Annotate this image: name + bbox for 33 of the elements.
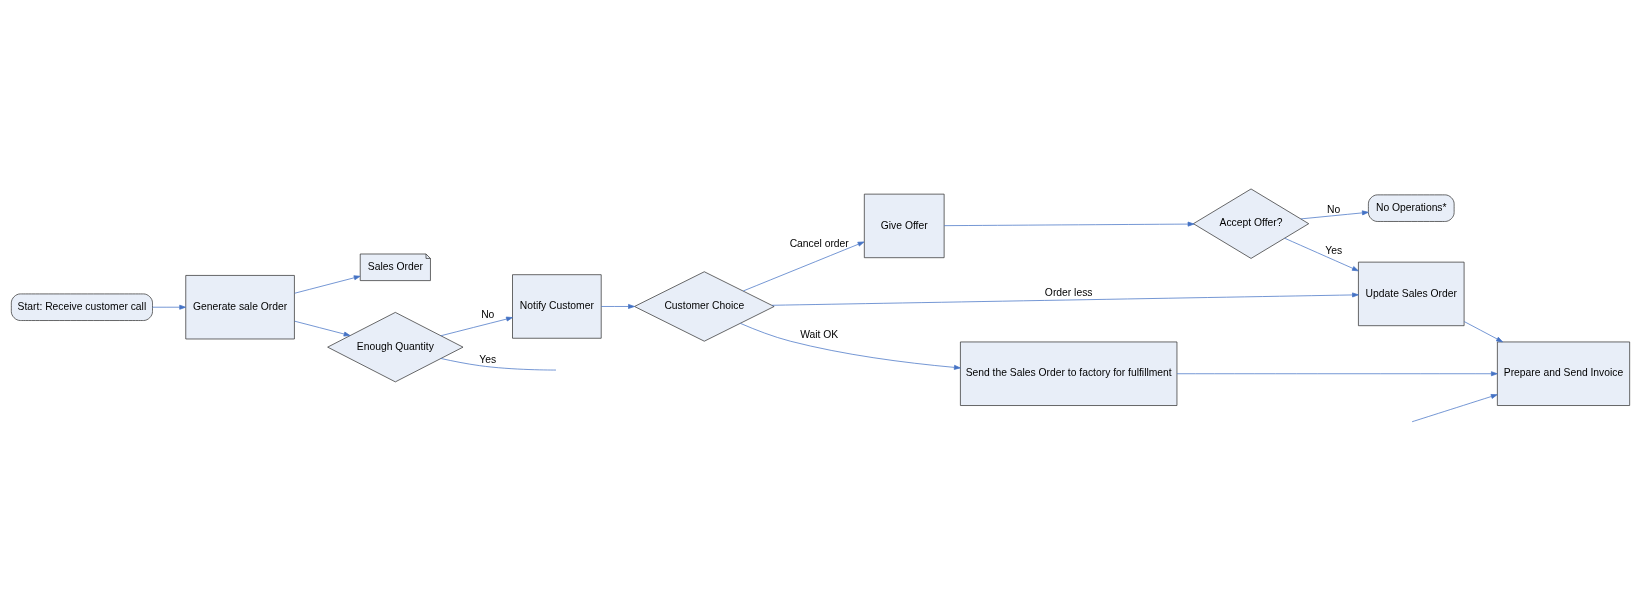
arrow xyxy=(1284,237,1359,272)
arrow xyxy=(294,275,361,294)
node-diamond: Accept Offer? xyxy=(1193,188,1310,259)
node-box: Generate sale Order xyxy=(185,275,295,340)
node-box: No Operations* xyxy=(1368,194,1455,222)
node-diamond: Enough Quantity xyxy=(327,312,464,383)
edge-label: Yes xyxy=(1325,245,1343,257)
node-box: Prepare and Send Invoice xyxy=(1497,341,1631,406)
arrow xyxy=(1176,371,1498,377)
node-box: Notify Customer xyxy=(512,274,602,339)
node-diamond: Customer Choice xyxy=(634,271,775,342)
edge-label: Wait OK xyxy=(800,329,839,341)
connector xyxy=(440,358,557,371)
edge-label: Order less xyxy=(1044,286,1093,298)
node-box: Give Offer xyxy=(863,193,945,259)
edge-label: Yes xyxy=(479,353,497,365)
arrow xyxy=(740,323,961,370)
arrow xyxy=(152,304,186,310)
arrow xyxy=(742,241,865,292)
node-box: Update Sales Order xyxy=(1358,261,1465,327)
edge-label: No xyxy=(1327,203,1341,215)
edge-label: Cancel order xyxy=(789,238,849,250)
arrow xyxy=(601,304,635,309)
node-box: Send the Sales Order to factory for fulfillment xyxy=(960,341,1178,406)
arrow xyxy=(1300,210,1369,220)
arrow xyxy=(771,292,1359,306)
node-box: Start: Receive customer call xyxy=(10,293,153,321)
arrow xyxy=(294,320,351,337)
edge-label: No xyxy=(481,309,495,321)
arrow xyxy=(1463,321,1503,343)
arrow xyxy=(1411,394,1498,423)
arrow xyxy=(440,316,513,337)
arrow xyxy=(943,221,1195,227)
